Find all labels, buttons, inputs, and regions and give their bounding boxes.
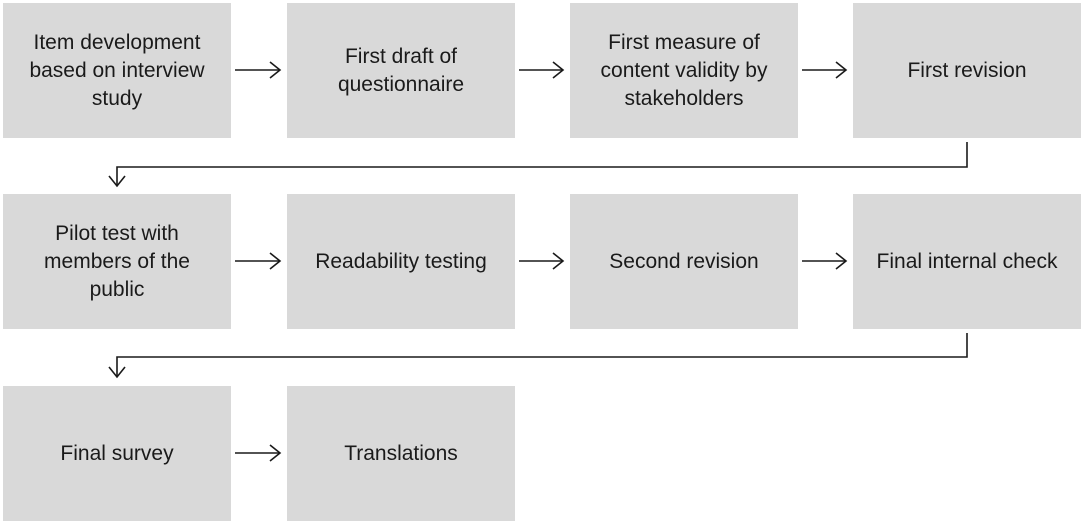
arrow-final-survey-to-translations [235,444,282,462]
step-first-revision: First revision [853,3,1081,138]
step-final-internal-check: Final internal check [853,194,1081,329]
step-label: Final survey [60,441,174,465]
step-label: First revision [907,58,1027,82]
arrow-first-draft-to-first-measure [519,61,565,79]
step-label: Second revision [609,249,759,273]
step-second-revision: Second revision [570,194,798,329]
step-label: Readability testing [315,249,487,273]
arrow-first-measure-to-first-revision [802,61,848,79]
arrow-pilot-test-to-readability-testing [235,252,282,270]
arrow-final-internal-check-to-final-survey [108,333,968,379]
arrow-second-revision-to-final-internal-check [802,252,848,270]
step-label: First measure of content validity by sta… [600,30,768,110]
step-label: First draft of questionnaire [337,44,465,96]
step-label: Item development based on interview stud… [29,30,205,110]
step-final-survey: Final survey [3,386,231,521]
arrow-first-revision-to-pilot-test [108,142,968,188]
step-label: Translations [344,441,458,465]
step-first-draft: First draft of questionnaire [287,3,515,138]
step-label: Pilot test with members of the public [44,221,190,301]
step-label: Final internal check [876,249,1058,273]
step-item-development: Item development based on interview stud… [3,3,231,138]
step-pilot-test: Pilot test with members of the public [3,194,231,329]
arrow-readability-testing-to-second-revision [519,252,565,270]
step-translations: Translations [287,386,515,521]
step-first-measure: First measure of content validity by sta… [570,3,798,138]
arrow-item-development-to-first-draft [235,61,282,79]
step-readability-testing: Readability testing [287,194,515,329]
